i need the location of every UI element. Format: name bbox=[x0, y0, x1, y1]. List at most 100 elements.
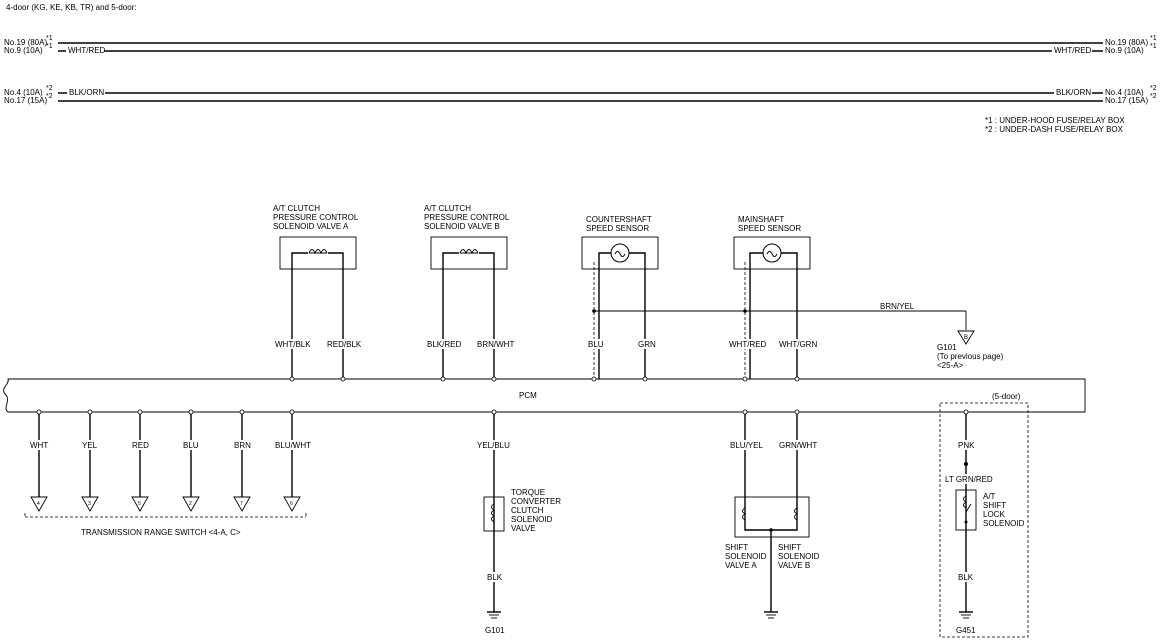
wire-label: WHT/RED bbox=[68, 46, 106, 55]
mainshaft-speed-sensor bbox=[733, 236, 811, 379]
component-label: SHIFT bbox=[983, 501, 1006, 510]
switch-icon bbox=[965, 503, 972, 513]
wire-label: RED bbox=[132, 441, 149, 450]
fuse-mark: *2 bbox=[46, 93, 53, 100]
pcm-upper-pins bbox=[289, 376, 800, 382]
component-label: VALVE B bbox=[778, 561, 810, 570]
fuse-mark: *1 bbox=[1150, 35, 1157, 42]
countershaft-speed-sensor bbox=[581, 236, 659, 379]
variant-label: (5-door) bbox=[992, 392, 1021, 401]
pcm-label: PCM bbox=[519, 391, 537, 400]
wire-label: RED/BLK bbox=[327, 340, 362, 349]
component-label: CONVERTER bbox=[511, 497, 561, 506]
coil-icon bbox=[742, 507, 746, 521]
wire-label: BLK bbox=[958, 573, 974, 582]
fuse-mark: *2 bbox=[1150, 93, 1157, 100]
fuse-label-right: No.19 (80A) bbox=[1105, 38, 1148, 47]
connector-arrow-icon bbox=[81, 496, 99, 512]
component-label: SOLENOID VALVE B bbox=[424, 222, 500, 231]
shift-lock-solenoid-5-door: (5-door) PNK LT GRN/RED A/T SHIFT LOCK S… bbox=[939, 391, 1029, 638]
wire-label: WHT/BLK bbox=[275, 340, 311, 349]
component-label: CLUTCH bbox=[511, 506, 544, 515]
diagram-title: 4-door (KG, KE, KB, TR) and 5-door: bbox=[6, 3, 137, 12]
wire-label: WHT/GRN bbox=[779, 340, 817, 349]
power-lines: No.19 (80A) No.9 (10A) No.4 (10A) No.17 … bbox=[4, 35, 1157, 105]
fuse-mark: *2 bbox=[46, 85, 53, 92]
wire-label: BLK/ORN bbox=[69, 88, 104, 97]
coil-icon bbox=[963, 495, 967, 509]
wire-label: BLU bbox=[588, 340, 604, 349]
component-label: COUNTERSHAFT bbox=[586, 215, 652, 224]
ground-label: G451 bbox=[956, 626, 976, 635]
component-label: TRANSMISSION RANGE SWITCH <4-A, C> bbox=[81, 528, 241, 537]
ground-label: <25-A> bbox=[937, 361, 964, 370]
component-label: SOLENOID bbox=[511, 515, 553, 524]
component-label: SOLENOID bbox=[983, 519, 1025, 528]
connector-arrow-icon bbox=[30, 496, 48, 512]
component-label: A/T CLUTCH bbox=[424, 204, 471, 213]
component-label: SOLENOID bbox=[778, 552, 820, 561]
fuse-mark: *1 bbox=[46, 43, 53, 50]
wire-label: LT GRN/RED bbox=[945, 475, 993, 484]
shift-solenoid-valves: BLU/YEL GRN/WHT SHIFT SOLENOID VALVE A S… bbox=[725, 409, 820, 619]
pin-number: 4 bbox=[37, 501, 40, 507]
ground-label: G101 bbox=[485, 626, 505, 635]
component-label: PRESSURE CONTROL bbox=[273, 213, 359, 222]
component-label: SHIFT bbox=[778, 543, 801, 552]
sensor-icon bbox=[610, 243, 630, 263]
component-label: PRESSURE CONTROL bbox=[424, 213, 510, 222]
fuse-label-right: No.4 (10A) bbox=[1105, 88, 1144, 97]
coil-icon bbox=[491, 503, 495, 523]
component-label: SOLENOID bbox=[725, 552, 767, 561]
pin-number: 5 bbox=[138, 501, 141, 507]
wire-label: BLU/YEL bbox=[730, 441, 763, 450]
ground-label: (To previous page) bbox=[937, 352, 1004, 361]
wire-label: BRN/YEL bbox=[880, 302, 915, 311]
component-label: A/T CLUTCH bbox=[273, 204, 320, 213]
ground-label: G101 bbox=[937, 343, 957, 352]
fuse-label-left: No.17 (15A) bbox=[4, 96, 47, 105]
fuse-mark: *1 bbox=[46, 35, 53, 42]
wire-label: WHT bbox=[30, 441, 48, 450]
fuse-label-left: No.19 (80A) bbox=[4, 38, 47, 47]
fuse-mark: *1 bbox=[1150, 43, 1157, 50]
wire-label: BLK bbox=[487, 573, 503, 582]
fuse-mark: *2 bbox=[1150, 85, 1157, 92]
pin-number: 3 bbox=[88, 501, 91, 507]
wire-label: WHT/RED bbox=[729, 340, 767, 349]
torque-converter-clutch-solenoid: YEL/BLU TORQUE CONVERTER CLUTCH SOLENOID… bbox=[476, 409, 561, 635]
wire-label: BRN bbox=[234, 441, 251, 450]
fuse-label-right: No.17 (15A) bbox=[1105, 96, 1148, 105]
wire-label: BRN/WHT bbox=[477, 340, 514, 349]
component-label: SHIFT bbox=[725, 543, 748, 552]
connector-arrow-icon bbox=[182, 496, 200, 512]
footnote: *2 : UNDER-DASH FUSE/RELAY BOX bbox=[985, 125, 1124, 134]
footnote: *1 : UNDER-HOOD FUSE/RELAY BOX bbox=[985, 116, 1125, 125]
coil-icon bbox=[459, 249, 479, 255]
five-door-box bbox=[939, 402, 1029, 638]
component-label: SOLENOID VALVE A bbox=[273, 222, 349, 231]
connector-arrow-icon bbox=[131, 496, 149, 512]
shield-ground-line: BRN/YEL B G101 (To previous page) <25-A> bbox=[592, 302, 1004, 370]
ground-arrow-icon bbox=[957, 330, 975, 345]
pcm-box: PCM bbox=[3, 378, 1086, 413]
solenoid-valve-b bbox=[430, 236, 508, 379]
upper-wire-labels: WHT/BLK RED/BLK BLK/RED BRN/WHT BLU GRN … bbox=[274, 339, 818, 349]
wire-label: BLU/WHT bbox=[275, 441, 311, 450]
fuse-label-left: No.4 (10A) bbox=[4, 88, 43, 97]
wire-label: GRN/WHT bbox=[779, 441, 817, 450]
coil-icon bbox=[308, 249, 328, 255]
wire-label: YEL/BLU bbox=[477, 441, 510, 450]
solenoid-valve-a bbox=[279, 236, 357, 379]
pin-number: 2 bbox=[189, 501, 192, 507]
coil-icon bbox=[794, 507, 798, 521]
pin-number: 7 bbox=[240, 501, 243, 507]
wire-label: WHT/RED bbox=[1054, 46, 1092, 55]
component-label: TORQUE bbox=[511, 488, 545, 497]
fuse-label-left: No.9 (10A) bbox=[4, 46, 43, 55]
wire-label: GRN bbox=[638, 340, 656, 349]
wire-label: BLU bbox=[183, 441, 199, 450]
component-label: A/T bbox=[983, 492, 996, 501]
component-label: SPEED SENSOR bbox=[586, 224, 649, 233]
